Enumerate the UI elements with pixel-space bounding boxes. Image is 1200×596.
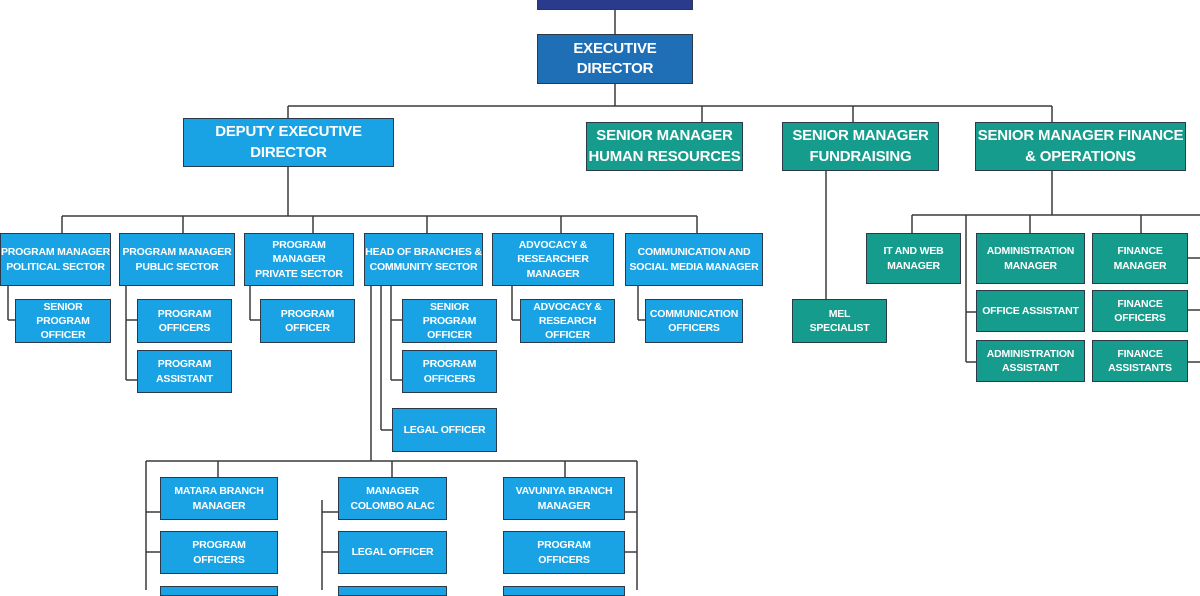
advocacy-research-manager: ADVOCACY & RESEARCHER MANAGER [492,233,614,286]
legal-officer-branches: LEGAL OFFICER [392,408,497,452]
senior-program-officer-political: SENIOR PROGRAM OFFICER [15,299,111,343]
senior-manager-hr: SENIOR MANAGER HUMAN RESOURCES [586,122,743,171]
finance-officers: FINANCE OFFICERS [1092,290,1188,332]
senior-manager-fundraising: SENIOR MANAGER FUNDRAISING [782,122,939,171]
program-assistant-public: PROGRAM ASSISTANT [137,350,232,393]
pm-public-sector: PROGRAM MANAGER PUBLIC SECTOR [119,233,235,286]
finance-manager: FINANCE MANAGER [1092,233,1188,284]
finance-assistants: FINANCE ASSISTANTS [1092,340,1188,382]
executive-director: EXECUTIVE DIRECTOR [537,34,693,84]
head-of-branches: HEAD OF BRANCHES & COMMUNITY SECTOR [364,233,483,286]
communication-officers: COMMUNICATION OFFICERS [645,299,743,343]
matara-extra-box [160,586,278,596]
communication-manager: COMMUNICATION AND SOCIAL MEDIA MANAGER [625,233,763,286]
program-officers-public: PROGRAM OFFICERS [137,299,232,343]
colombo-legal-officer: LEGAL OFFICER [338,531,447,574]
deputy-executive-director: DEPUTY EXECUTIVE DIRECTOR [183,118,394,167]
vavuniya-program-officers: PROGRAM OFFICERS [503,531,625,574]
colombo-alac-manager: MANAGER COLOMBO ALAC [338,477,447,520]
matara-branch-manager: MATARA BRANCH MANAGER [160,477,278,520]
mel-specialist: MEL SPECIALIST [792,299,887,343]
pm-private-sector: PROGRAM MANAGER PRIVATE SECTOR [244,233,354,286]
it-web-manager: IT AND WEB MANAGER [866,233,961,284]
senior-program-officer-branches: SENIOR PROGRAM OFFICER [402,299,497,343]
pm-political-sector: PROGRAM MANAGER POLITICAL SECTOR [0,233,111,286]
advocacy-research-officer: ADVOCACY & RESEARCH OFFICER [520,299,615,343]
colombo-extra-box [338,586,447,596]
matara-program-officers: PROGRAM OFFICERS [160,531,278,574]
administration-assistant: ADMINISTRATION ASSISTANT [976,340,1085,382]
administration-manager: ADMINISTRATION MANAGER [976,233,1085,284]
vavuniya-branch-manager: VAVUNIYA BRANCH MANAGER [503,477,625,520]
vavuniya-extra-box [503,586,625,596]
board-box [537,0,693,10]
program-officers-branches: PROGRAM OFFICERS [402,350,497,393]
senior-manager-finance-operations: SENIOR MANAGER FINANCE & OPERATIONS [975,122,1186,171]
program-officer-private: PROGRAM OFFICER [260,299,355,343]
office-assistant: OFFICE ASSISTANT [976,290,1085,332]
